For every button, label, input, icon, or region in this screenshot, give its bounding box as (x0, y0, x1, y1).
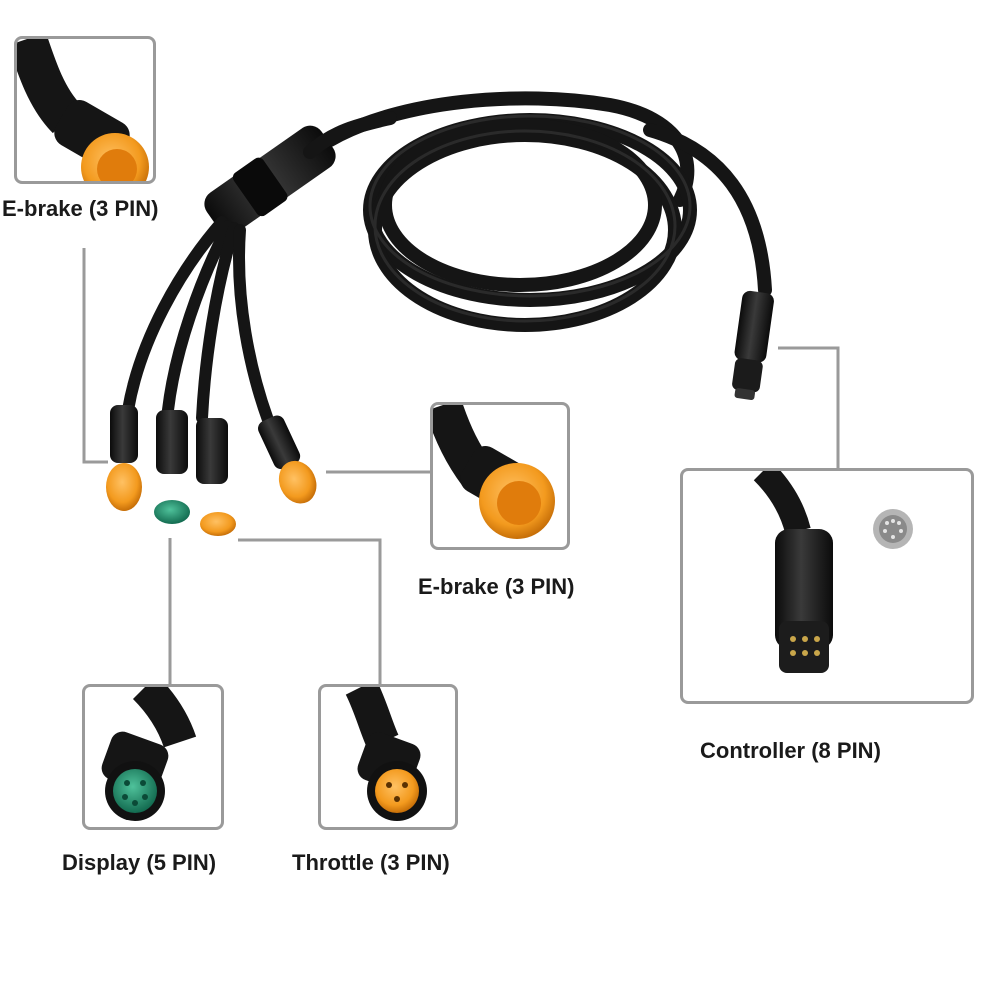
inset-ebrake-right (430, 402, 570, 550)
green-5pin-connector-icon (101, 687, 197, 821)
orange-3pin-connector-icon (433, 405, 555, 539)
orange-3pin-connector-icon (345, 687, 427, 821)
callout-line-controller (778, 346, 840, 468)
inset-display (82, 684, 224, 830)
callout-lines (82, 248, 840, 686)
orange-3pin-connector-icon (17, 39, 149, 181)
black-8pin-connector-icon (753, 471, 913, 673)
callout-line-ebrake-left (82, 248, 108, 464)
label-display: Display (5 PIN) (62, 850, 217, 875)
branch-connector-display (154, 410, 190, 524)
branch-connector-ebrake-left (106, 405, 142, 511)
splitter-body (204, 125, 336, 235)
branch-cables (122, 216, 274, 426)
label-ebrake-right: E-brake (3 PIN) (418, 574, 575, 599)
inset-ebrake-left (14, 36, 156, 184)
controller-plug (732, 290, 774, 401)
inset-throttle (318, 684, 458, 830)
label-ebrake-left: E-brake (3 PIN) (2, 196, 159, 221)
branch-connector-ebrake-right (258, 415, 317, 504)
label-controller: Controller (8 PIN) (700, 738, 881, 763)
callout-line-throttle (238, 538, 382, 686)
inset-controller (680, 468, 974, 704)
label-throttle: Throttle (3 PIN) (292, 850, 450, 875)
branch-connector-throttle (196, 418, 236, 536)
